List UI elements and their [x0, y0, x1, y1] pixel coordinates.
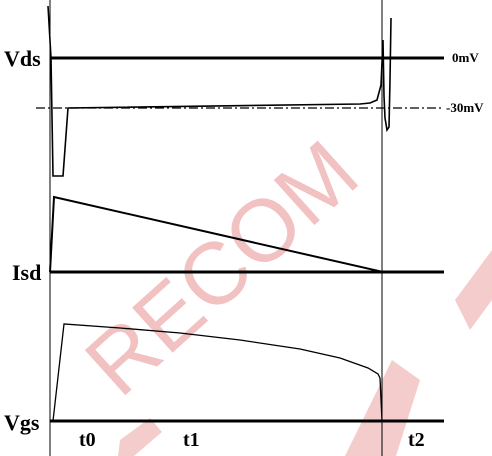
vds-label: Vds — [4, 46, 41, 71]
watermark-stroke-upper — [455, 250, 492, 330]
watermark-text: RECOM — [66, 121, 376, 414]
vds-waveform — [47, 5, 392, 177]
vgs-waveform — [52, 323, 383, 422]
neg30-mv-label: -30mV — [446, 100, 484, 115]
isd-label: Isd — [12, 260, 41, 285]
t1-label: t1 — [183, 429, 200, 451]
t0-label: t0 — [79, 429, 96, 451]
t2-label: t2 — [408, 429, 425, 451]
vgs-label: Vgs — [4, 410, 40, 435]
watermark-stroke-left — [118, 418, 162, 456]
watermark: RECOM — [66, 121, 492, 456]
zero-mv-label: 0mV — [452, 50, 479, 65]
isd-waveform — [49, 195, 384, 273]
